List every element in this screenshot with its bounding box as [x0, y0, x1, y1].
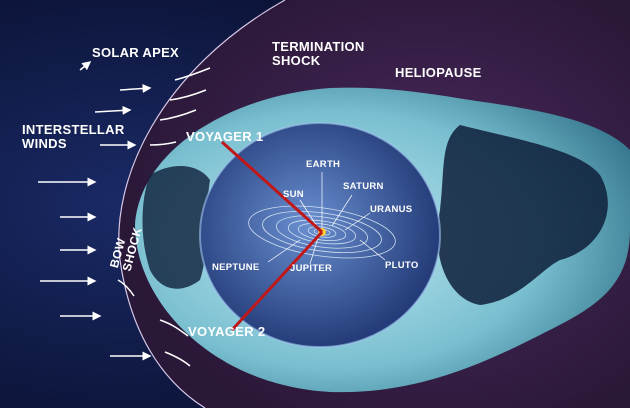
planet-orbits — [248, 205, 396, 259]
bow-shock-line — [118, 0, 286, 408]
sun-label: SUN — [283, 189, 304, 200]
termination-shock-label: TERMINATION SHOCK — [272, 39, 365, 68]
interstellar-winds-label: INTERSTELLAR WINDS — [22, 122, 125, 151]
voyager-2-path — [230, 230, 324, 332]
termination-shadow — [142, 165, 210, 289]
planet-leader-lines — [267, 172, 386, 265]
solar-apex-label: SOLAR APEX — [92, 45, 180, 60]
interstellar-wind-arrows — [38, 61, 152, 361]
heliotail-shadow — [437, 125, 608, 305]
voyager-1-label: VOYAGER 1 — [186, 129, 264, 144]
heliopause-label: HELIOPAUSE — [395, 65, 482, 80]
neptune-label: NEPTUNE — [212, 262, 260, 273]
termination-shock-line — [199, 122, 441, 348]
voyager-2-label: VOYAGER 2 — [188, 324, 266, 339]
earth-label: EARTH — [306, 159, 341, 170]
voyager-1-path — [220, 140, 324, 234]
deflected-wind-arrows — [117, 67, 211, 367]
saturn-label: SATURN — [343, 181, 384, 192]
uranus-label: URANUS — [370, 204, 413, 215]
pluto-label: PLUTO — [385, 260, 419, 271]
jupiter-label: JUPITER — [290, 263, 333, 274]
